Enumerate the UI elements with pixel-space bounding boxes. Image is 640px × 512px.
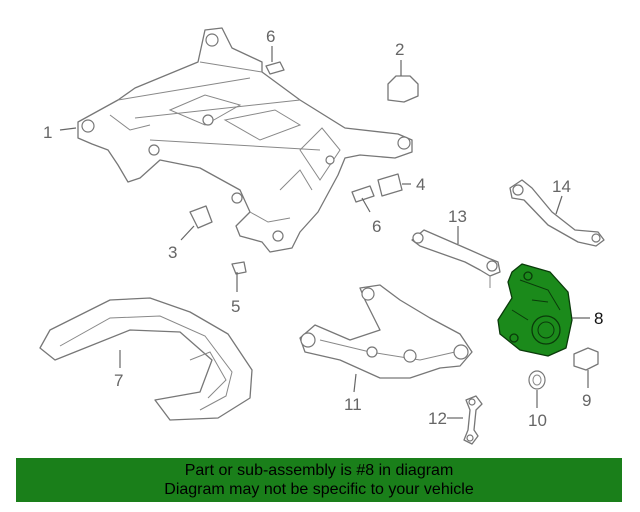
- callout-6-lower: 6: [372, 217, 381, 236]
- washer-drawing: [528, 370, 546, 390]
- heat-shield-drawing: [39, 297, 253, 421]
- callout-12: 12: [428, 409, 447, 428]
- bushing-drawing-upper: [377, 173, 403, 197]
- knuckle-drawing-highlighted: [497, 263, 573, 357]
- info-banner: Part or sub-assembly is #8 in diagram Di…: [16, 458, 622, 502]
- callout-6-upper: 6: [266, 27, 275, 46]
- stabilizer-link-drawing: [463, 395, 483, 445]
- parts-diagram: 1 2 3 4 5 6 6 7 8 9 10 11 12 13 14: [39, 27, 605, 445]
- screw-drawing: [231, 261, 247, 275]
- callout-10: 10: [528, 411, 547, 430]
- callout-11: 11: [344, 395, 362, 414]
- callout-13: 13: [448, 207, 467, 226]
- callout-7: 7: [114, 371, 123, 390]
- leader-lines: [59, 46, 590, 419]
- callout-3: 3: [168, 243, 177, 262]
- callout-9: 9: [582, 391, 591, 410]
- callout-2: 2: [395, 40, 404, 59]
- bushing-drawing-left: [189, 205, 213, 229]
- callout-1: 1: [43, 123, 52, 142]
- banner-line-disclaimer: Diagram may not be specific to your vehi…: [164, 481, 474, 498]
- bolt-drawing-lower: [351, 185, 375, 203]
- lower-control-arm-drawing: [299, 284, 473, 379]
- callouts: 1 2 3 4 5 6 6 7 8 9 10 11 12 13 14: [43, 27, 603, 430]
- callout-4: 4: [416, 175, 425, 194]
- upper-arm-drawing: [509, 179, 605, 247]
- link-arm-drawing: [411, 229, 501, 288]
- bushing-drawing-right: [573, 347, 599, 371]
- callout-5: 5: [231, 297, 240, 316]
- callout-14: 14: [552, 177, 571, 196]
- subframe-drawing: [77, 27, 413, 253]
- bracket-drawing: [387, 75, 419, 103]
- banner-line-part: Part or sub-assembly is #8 in diagram: [184, 462, 454, 479]
- callout-8: 8: [594, 309, 603, 328]
- bolt-drawing-upper: [265, 61, 285, 75]
